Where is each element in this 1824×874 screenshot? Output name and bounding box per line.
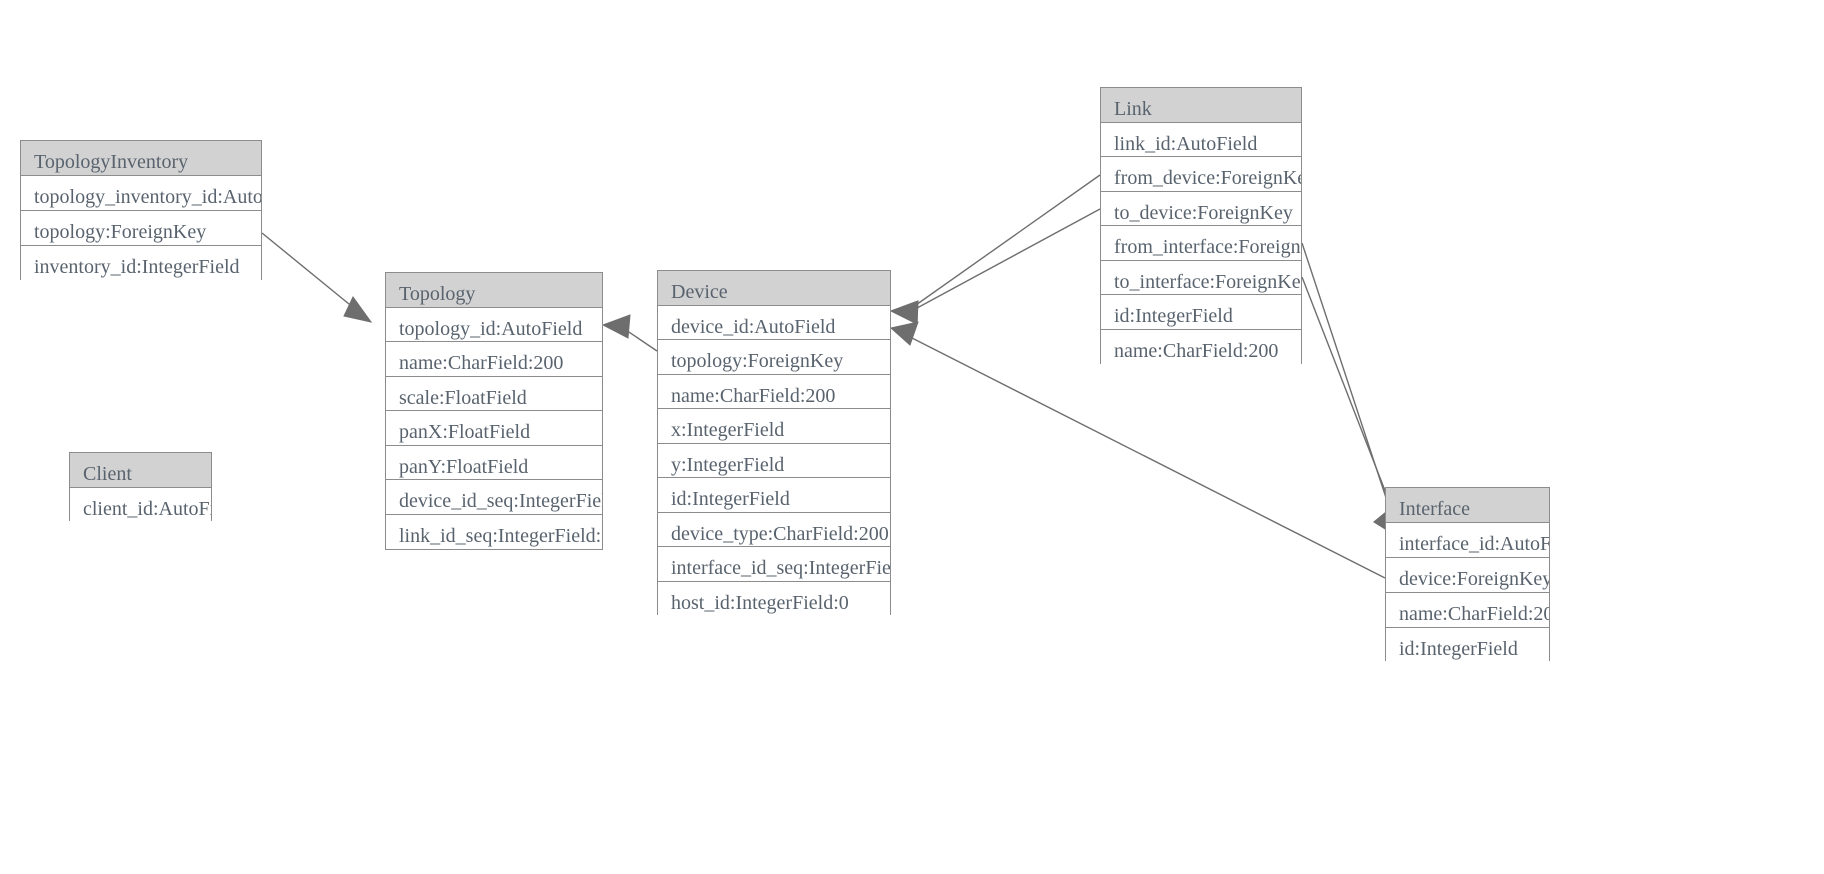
entity-field-row: device_type:CharField:200 bbox=[658, 512, 890, 547]
entity-title-device: Device bbox=[658, 271, 890, 306]
entity-field-row: to_device:ForeignKey bbox=[1101, 191, 1301, 226]
entity-field-row: name:CharField:200 bbox=[386, 342, 602, 377]
entity-field-row: interface_id_seq:IntegerField:0 bbox=[658, 547, 890, 582]
entity-field-row: name:CharField:200 bbox=[1101, 329, 1301, 364]
entity-field-row: device_id_seq:IntegerField:0 bbox=[386, 480, 602, 515]
entity-field-row: id:IntegerField bbox=[1101, 295, 1301, 330]
entity-field-row: device_id:AutoField bbox=[658, 305, 890, 340]
entity-title-link: Link bbox=[1101, 88, 1301, 123]
entity-field-row: panX:FloatField bbox=[386, 411, 602, 446]
entity-field-row: link_id_seq:IntegerField:0 bbox=[386, 514, 602, 549]
relationship-line bbox=[1301, 276, 1399, 525]
relationship-line bbox=[261, 232, 372, 323]
relationship-link-fromdevice-to-device bbox=[889, 174, 1101, 325]
entity-field-row: topology:ForeignKey bbox=[658, 340, 890, 375]
entity-field-row: topology_inventory_id:AutoField bbox=[21, 176, 261, 211]
relationship-line bbox=[909, 336, 1386, 579]
relationship-arrowhead-icon bbox=[889, 300, 919, 325]
entity-field-row: topology:ForeignKey bbox=[21, 211, 261, 246]
relationship-arrowhead-icon bbox=[889, 300, 919, 325]
relationship-line bbox=[616, 323, 658, 352]
entity-field-row: from_interface:ForeignKey bbox=[1101, 226, 1301, 261]
entity-field-row: client_id:AutoField bbox=[70, 488, 211, 523]
entity-box-interface[interactable]: Interfaceinterface_id:AutoFielddevice:Fo… bbox=[1385, 487, 1550, 663]
entity-field-row: id:IntegerField bbox=[658, 478, 890, 513]
entity-field-row: device:ForeignKey bbox=[1386, 558, 1549, 593]
entity-field-row: to_interface:ForeignKey bbox=[1101, 260, 1301, 295]
entity-field-row: panY:FloatField bbox=[386, 445, 602, 480]
relationship-link-tointerface-to-interface bbox=[1301, 276, 1399, 539]
entity-title-interface: Interface bbox=[1386, 488, 1549, 523]
relationship-device-to-topology bbox=[601, 314, 658, 352]
entity-field-row: id:IntegerField bbox=[1386, 628, 1549, 663]
entity-field-row: inventory_id:IntegerField bbox=[21, 246, 261, 281]
relationship-arrowhead-icon bbox=[889, 321, 919, 346]
entity-field-row: x:IntegerField bbox=[658, 409, 890, 444]
relationship-line bbox=[905, 174, 1101, 313]
entity-field-row: from_device:ForeignKey bbox=[1101, 157, 1301, 192]
entity-field-row: y:IntegerField bbox=[658, 443, 890, 478]
relationship-line bbox=[1301, 242, 1395, 523]
entity-field-row: name:CharField:200 bbox=[658, 374, 890, 409]
relationship-topologyinventory-to-topology bbox=[261, 232, 373, 323]
entity-title-topology: Topology bbox=[386, 273, 602, 308]
relationship-link-todevice-to-device bbox=[889, 208, 1101, 325]
relationship-arrowhead-icon bbox=[601, 314, 631, 339]
relationship-link-frominterface-to-interface bbox=[1301, 242, 1399, 539]
entity-title-client: Client bbox=[70, 453, 211, 488]
relationship-arrowhead-icon bbox=[343, 296, 373, 323]
entity-field-row: link_id:AutoField bbox=[1101, 122, 1301, 157]
entity-field-row: interface_id:AutoField bbox=[1386, 523, 1549, 558]
entity-field-row: scale:FloatField bbox=[386, 376, 602, 411]
entity-title-topology-inventory: TopologyInventory bbox=[21, 141, 261, 176]
entity-field-row: name:CharField:200 bbox=[1386, 593, 1549, 628]
entity-field-row: topology_id:AutoField bbox=[386, 307, 602, 342]
entity-field-row: host_id:IntegerField:0 bbox=[658, 581, 890, 616]
relationship-line bbox=[905, 208, 1101, 315]
